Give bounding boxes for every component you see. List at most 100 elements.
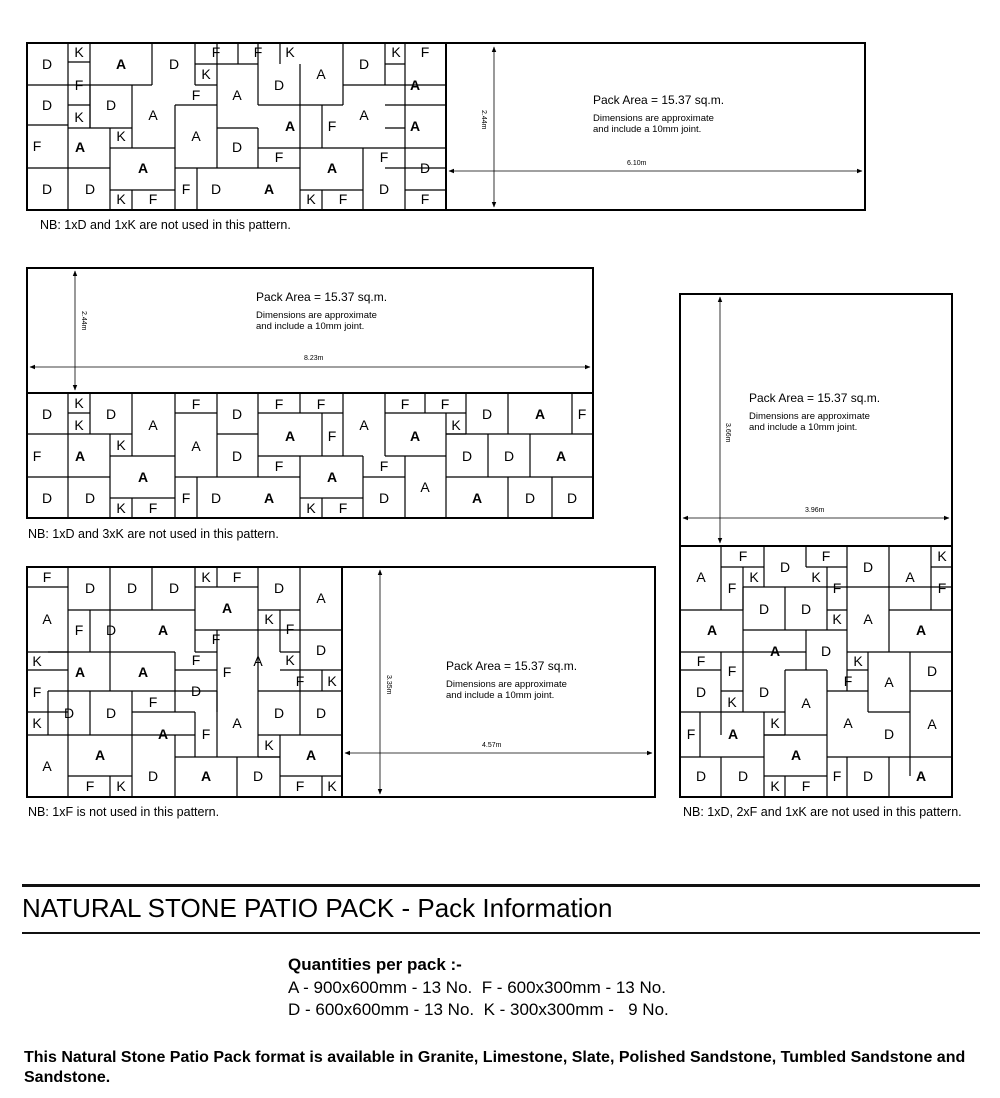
svg-text:A: A xyxy=(232,87,242,103)
pack-area-label: Pack Area = 15.37 sq.m. xyxy=(256,290,388,304)
svg-text:K: K xyxy=(264,737,274,753)
svg-text:F: F xyxy=(697,653,706,669)
svg-text:F: F xyxy=(822,548,831,564)
dimension-note-1: Dimensions are approximate xyxy=(749,411,870,422)
svg-text:D: D xyxy=(42,490,52,506)
svg-text:A: A xyxy=(556,448,566,464)
svg-text:K: K xyxy=(285,652,295,668)
svg-text:F: F xyxy=(380,149,389,165)
quantities-title: Quantities per pack :- xyxy=(288,955,462,974)
svg-text:F: F xyxy=(728,580,737,596)
svg-text:F: F xyxy=(182,490,191,506)
svg-text:K: K xyxy=(116,191,126,207)
pattern-3-note: NB: 1xF is not used in this pattern. xyxy=(28,805,220,819)
pattern-4-pack-info: Pack Area = 15.37 sq.m. Dimensions are a… xyxy=(749,391,880,433)
svg-text:D: D xyxy=(42,56,52,72)
svg-text:F: F xyxy=(275,458,284,474)
svg-text:D: D xyxy=(42,406,52,422)
svg-text:A: A xyxy=(75,448,85,464)
svg-text:A: A xyxy=(420,479,430,495)
quantities-block: Quantities per pack :- A - 900x600mm - 1… xyxy=(288,954,669,1021)
svg-text:A: A xyxy=(791,747,801,763)
svg-text:A: A xyxy=(148,107,158,123)
dimension-note-1: Dimensions are approximate xyxy=(256,310,377,321)
svg-text:D: D xyxy=(696,768,706,784)
svg-text:F: F xyxy=(296,673,305,689)
svg-text:K: K xyxy=(285,44,295,60)
svg-text:F: F xyxy=(317,396,326,412)
svg-text:D: D xyxy=(801,601,811,617)
svg-text:A: A xyxy=(410,77,420,93)
svg-text:D: D xyxy=(696,684,706,700)
svg-text:D: D xyxy=(780,559,790,575)
svg-text:K: K xyxy=(74,109,84,125)
svg-text:A: A xyxy=(201,768,211,784)
svg-text:F: F xyxy=(687,726,696,742)
svg-text:K: K xyxy=(201,569,211,585)
svg-text:K: K xyxy=(306,191,316,207)
svg-text:D: D xyxy=(127,580,137,596)
svg-text:A: A xyxy=(535,406,545,422)
svg-text:D: D xyxy=(316,705,326,721)
svg-text:F: F xyxy=(739,548,748,564)
svg-text:F: F xyxy=(275,396,284,412)
svg-text:F: F xyxy=(233,569,242,585)
pattern-2-width-dim: 8.23m xyxy=(304,355,324,362)
svg-text:F: F xyxy=(421,191,430,207)
svg-text:A: A xyxy=(75,139,85,155)
svg-text:D: D xyxy=(106,97,116,113)
svg-text:D: D xyxy=(379,490,389,506)
page-title: NATURAL STONE PATIO PACK - Pack Informat… xyxy=(22,893,613,923)
pattern-1-height-dim: 2.44m xyxy=(480,110,487,130)
pattern-1 xyxy=(26,42,866,211)
svg-text:K: K xyxy=(727,694,737,710)
svg-text:D: D xyxy=(106,705,116,721)
svg-text:K: K xyxy=(451,417,461,433)
svg-text:A: A xyxy=(927,716,937,732)
svg-text:F: F xyxy=(182,181,191,197)
svg-text:A: A xyxy=(410,118,420,134)
pattern-3-grid xyxy=(27,567,342,797)
svg-text:D: D xyxy=(884,726,894,742)
svg-text:K: K xyxy=(116,500,126,516)
svg-text:F: F xyxy=(441,396,450,412)
svg-text:A: A xyxy=(42,758,52,774)
pattern-1-dimensions xyxy=(448,46,863,208)
svg-text:F: F xyxy=(149,500,158,516)
svg-text:A: A xyxy=(801,695,811,711)
svg-text:A: A xyxy=(148,417,158,433)
svg-text:D: D xyxy=(169,580,179,596)
svg-text:A: A xyxy=(222,600,232,616)
svg-text:A: A xyxy=(707,622,717,638)
svg-text:F: F xyxy=(339,500,348,516)
pack-area-label: Pack Area = 15.37 sq.m. xyxy=(593,93,725,107)
svg-text:A: A xyxy=(863,611,873,627)
dimension-note-2: and include a 10mm joint. xyxy=(749,422,858,433)
svg-text:F: F xyxy=(296,778,305,794)
svg-text:K: K xyxy=(937,548,947,564)
pattern-4-note: NB: 1xD, 2xF and 1xK are not used in thi… xyxy=(683,805,962,819)
pattern-4 xyxy=(679,293,953,798)
svg-text:D: D xyxy=(863,559,873,575)
svg-text:F: F xyxy=(833,768,842,784)
dimension-note-2: and include a 10mm joint. xyxy=(593,124,702,135)
svg-text:K: K xyxy=(116,437,126,453)
svg-text:D: D xyxy=(85,580,95,596)
svg-text:D: D xyxy=(42,97,52,113)
svg-text:K: K xyxy=(811,569,821,585)
svg-text:A: A xyxy=(359,107,369,123)
svg-text:D: D xyxy=(85,181,95,197)
svg-text:F: F xyxy=(33,448,42,464)
svg-text:D: D xyxy=(759,601,769,617)
svg-text:A: A xyxy=(191,438,201,454)
svg-text:F: F xyxy=(938,580,947,596)
svg-text:D: D xyxy=(274,77,284,93)
svg-text:D: D xyxy=(274,705,284,721)
svg-text:A: A xyxy=(158,622,168,638)
svg-text:K: K xyxy=(201,66,211,82)
svg-text:D: D xyxy=(927,663,937,679)
pattern-3-width-dim: 4.57m xyxy=(482,742,502,749)
svg-text:D: D xyxy=(42,181,52,197)
